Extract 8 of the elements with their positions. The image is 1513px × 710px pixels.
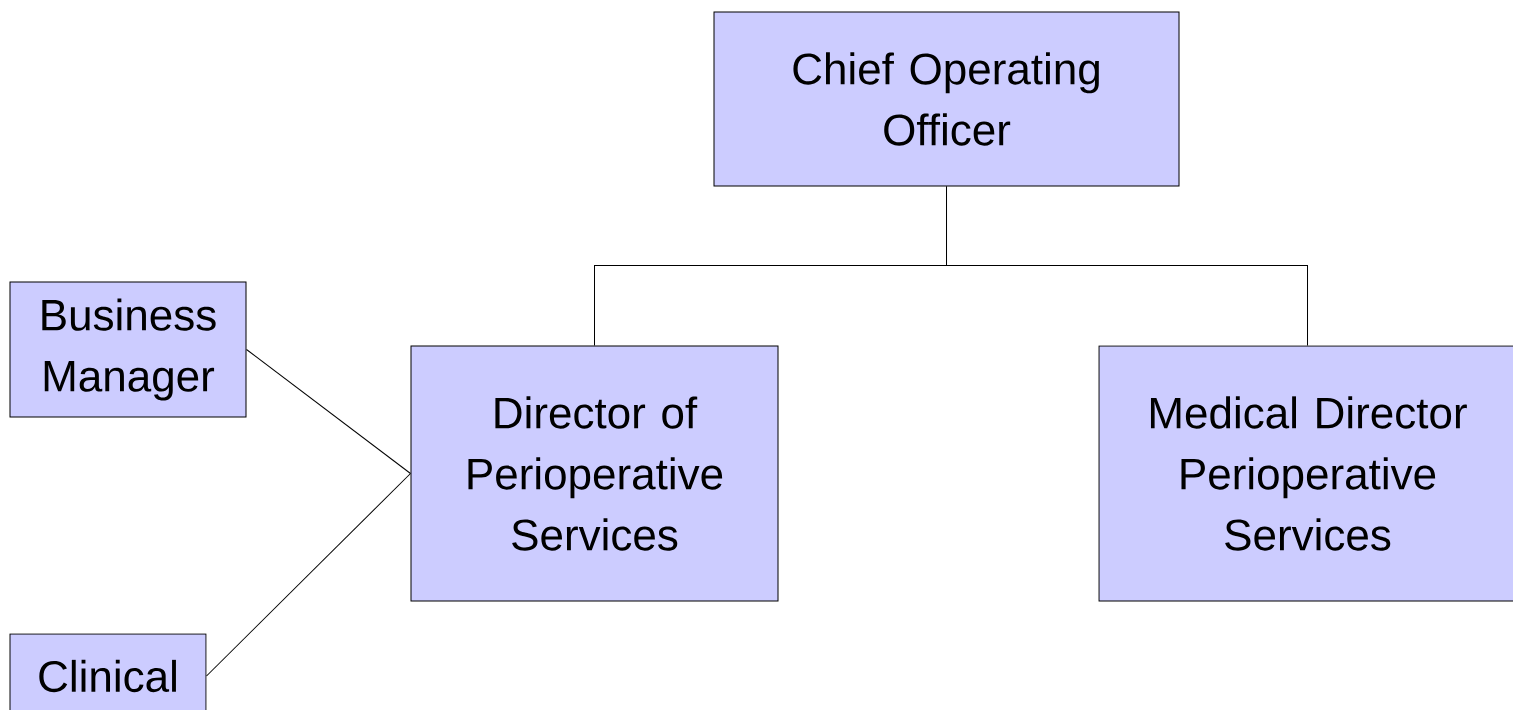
connector-line xyxy=(246,349,411,474)
org-box: Chief Operating Officer xyxy=(713,11,1180,187)
org-box: Medical Director Perioperative Services xyxy=(1098,345,1513,602)
org-box: Clinical xyxy=(9,633,207,710)
org-box: Business Manager xyxy=(9,281,247,418)
connector-line xyxy=(946,186,1308,346)
org-box: Director of Perioperative Services xyxy=(410,345,779,602)
connector-line xyxy=(206,473,411,677)
